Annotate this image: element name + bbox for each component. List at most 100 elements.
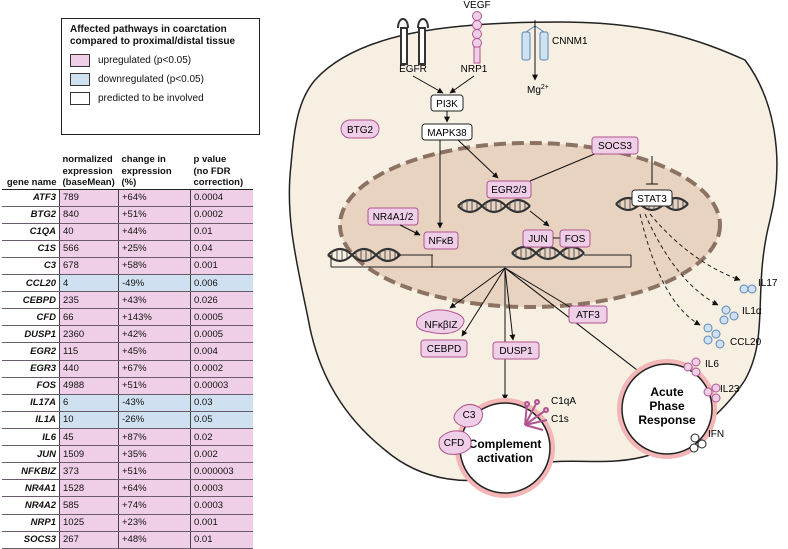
pvalue-cell: 0.0002 (190, 206, 253, 224)
complement-title-line1: Complement (469, 437, 542, 451)
gene-name-cell: NR4A2 (2, 496, 60, 515)
gene-name-cell: FOS (2, 377, 60, 395)
expression-cell: 4988 (59, 377, 119, 395)
mapk38-label: MAPK38 (427, 128, 467, 139)
pvalue-cell: 0.000003 (190, 462, 253, 481)
change-cell: +143% (118, 308, 191, 327)
change-cell: +43% (118, 291, 191, 310)
pvalue-cell: 0.02 (190, 428, 253, 447)
change-cell: +64% (118, 479, 191, 498)
change-cell: +51% (118, 462, 191, 481)
pvalue-cell: 0.001 (190, 257, 253, 276)
dna-bracket (330, 254, 632, 268)
nucleus (338, 141, 722, 309)
expression-cell: 2360 (59, 325, 119, 344)
pvalue-cell: 0.006 (190, 274, 253, 293)
nfkbiz-label: NFκβIZ (425, 320, 458, 331)
pvalue-cell: 0.0004 (190, 189, 253, 207)
mg-label: Mg2+ (527, 84, 549, 96)
expression-cell: 235 (59, 291, 119, 310)
il1a-label: IL1α (742, 306, 762, 317)
cfd-label: CFD (444, 438, 465, 449)
gene-name-cell: NFKBIZ (2, 462, 60, 481)
acute-phase-response-circle (621, 363, 713, 455)
pvalue-cell: 0.0002 (190, 360, 253, 378)
legend-label: downregulated (p<0.05) (98, 74, 204, 85)
nrp1-label: NRP1 (461, 64, 488, 75)
expression-cell: 4 (59, 274, 119, 293)
legend-label: upregulated (p<0.05) (98, 55, 192, 66)
mapk38-node (421, 123, 473, 141)
nr4a-to-nfkb-arrow (399, 224, 421, 236)
expression-cell: 789 (59, 189, 119, 207)
ifn-label: IFN (708, 429, 724, 440)
vegf-label: VEGF (463, 0, 490, 11)
change-cell: +48% (118, 531, 191, 549)
expression-cell: 6 (59, 394, 119, 412)
change-cell: +35% (118, 445, 191, 464)
pvalue-cell: 0.0005 (190, 308, 253, 327)
stat3-label: STAT3 (637, 194, 667, 205)
expression-cell: 267 (59, 531, 119, 549)
expression-cell: 1509 (59, 445, 119, 464)
expression-cell: 10 (59, 411, 119, 430)
pvalue-cell: 0.0003 (190, 479, 253, 498)
nfkbiz-node (416, 309, 465, 335)
il6-label: IL6 (705, 359, 719, 370)
stat3-node (631, 189, 673, 207)
expression-cell: 373 (59, 462, 119, 481)
fos-label: FOS (565, 234, 586, 245)
change-cell: +45% (118, 342, 191, 361)
nrp1-receptor-icon (472, 11, 482, 64)
legend: Affected pathways in coarctation compare… (61, 18, 260, 135)
atf3-node (568, 305, 608, 324)
gene-name-cell: NRP1 (2, 514, 60, 532)
legend-label: predicted to be involved (98, 93, 204, 104)
change-cell: -49% (118, 274, 191, 293)
legend-title-line1: Affected pathways in coarctation (70, 24, 227, 35)
gene-name-cell: SOCS3 (2, 531, 60, 549)
gene-name-cell: IL6 (2, 428, 60, 447)
change-cell: +23% (118, 514, 191, 532)
change-cell: +44% (118, 223, 191, 241)
btg2-node (340, 119, 380, 139)
pvalue-cell: 0.0005 (190, 325, 253, 344)
change-cell: +25% (118, 240, 191, 258)
il23-label: IL23 (720, 384, 740, 395)
legend-title-line2: compared to proximal/distal tissue (70, 36, 236, 47)
jun-label: JUN (528, 234, 547, 245)
expression-cell: 678 (59, 257, 119, 276)
acute-title-line2: Phase (649, 399, 685, 413)
acute-title-line3: Response (638, 413, 696, 427)
pvalue-cell: 0.001 (190, 514, 253, 532)
pvalue-cell: 0.04 (190, 240, 253, 258)
change-cell: -26% (118, 411, 191, 430)
cfd-node (438, 430, 472, 455)
il1a-molecules-icon (719, 305, 739, 325)
gene-name-cell: C3 (2, 257, 60, 276)
c1q-molecule-icon (524, 399, 549, 431)
complement-title-line2: activation (477, 451, 533, 465)
cebpd-node (420, 339, 468, 358)
predicted-swatch (70, 92, 90, 105)
c1s-label: C1s (551, 414, 569, 425)
egr23-label: EGR2/3 (491, 185, 527, 196)
gene-name-cell: EGR2 (2, 342, 60, 361)
change-cell: +64% (118, 189, 191, 207)
